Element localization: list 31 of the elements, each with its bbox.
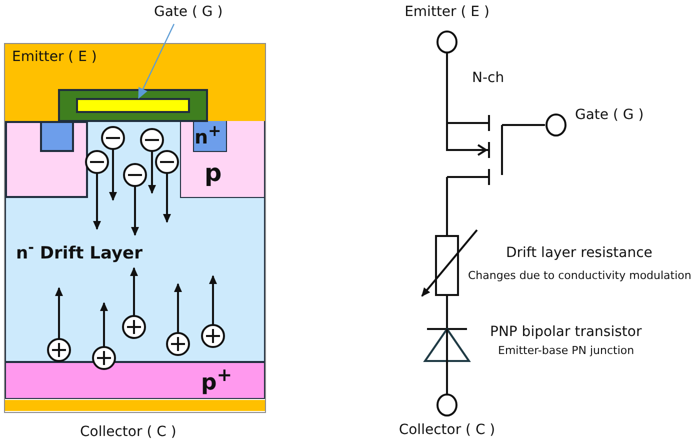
region-label: p$^{+}$	[201, 365, 232, 396]
p-plus-layer	[5, 362, 265, 399]
emitter-metal-layer	[5, 44, 265, 121]
component-note: Emitter-base PN junction	[498, 344, 634, 357]
n-plus-region	[192, 120, 226, 152]
region-label: Emitter ( E )	[12, 49, 97, 65]
collector-label: Collector ( C )	[80, 424, 176, 440]
drift-layer	[5, 121, 265, 362]
leader-arrow	[138, 24, 175, 99]
region-label: p	[204, 158, 222, 186]
wire	[446, 53, 448, 110]
component-label: Drift layer resistance	[506, 245, 652, 261]
region-label: n$^{+}$	[194, 120, 222, 148]
terminal-label: Collector ( C )	[398, 422, 496, 438]
region-label: n$^{-}$ Drift Layer	[16, 240, 142, 264]
terminal-label: Gate ( G )	[575, 107, 644, 123]
resistor-symbol	[435, 235, 459, 296]
diode-symbol	[424, 328, 470, 362]
n-plus-region	[40, 120, 74, 152]
gate-electrode	[76, 98, 190, 113]
wire	[510, 124, 545, 126]
component-label: PNP bipolar transistor	[490, 324, 642, 340]
component-note: Changes due to conductivity modulation	[468, 269, 692, 282]
channel-type-label: N-ch	[472, 70, 504, 86]
wire	[446, 296, 448, 328]
terminal-label: Emitter ( E )	[404, 4, 490, 20]
region-label: Gate ( G )	[154, 4, 223, 20]
p-well-region	[180, 120, 264, 198]
wire	[446, 362, 448, 394]
wire	[446, 190, 448, 235]
p-well-region	[4, 120, 87, 198]
